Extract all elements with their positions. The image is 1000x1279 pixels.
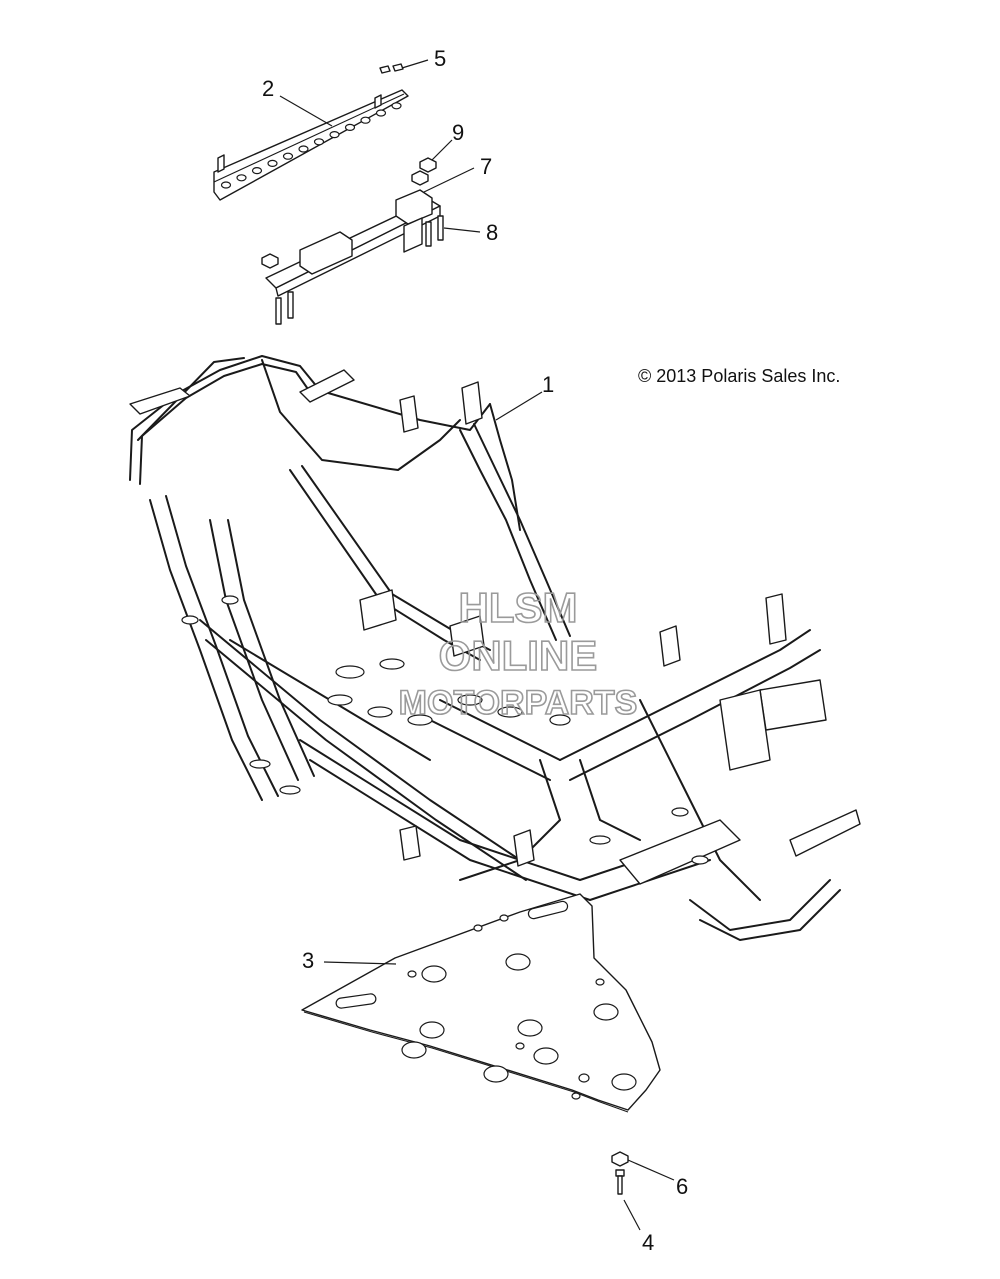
callout-5: 5 [434,46,446,71]
callout-6: 6 [676,1174,688,1199]
frame-hole [367,706,393,718]
frame-hole [671,807,689,817]
rail-hole [344,123,356,132]
callout-2: 2 [262,76,274,101]
skid-plate-hole [515,1042,525,1050]
part-4-bolt[interactable] [615,1169,625,1195]
skid-plate-hole [473,924,483,932]
rail-hole [298,145,309,153]
callout-3: 3 [302,948,314,973]
frame-hole [379,658,405,670]
part-1-main-frame[interactable] [129,355,861,941]
rail-hole [282,152,294,160]
skid-plate-hole [517,1019,543,1037]
skid-plate-hole [571,1092,581,1100]
skid-plate-hole [407,970,417,978]
skid-plate-hole [578,1073,590,1083]
frame-hole [407,714,433,726]
part-9-nuts[interactable] [411,157,437,186]
skid-plate-hole [499,914,509,922]
frame-hole [249,759,271,769]
callout-4: 4 [642,1230,654,1255]
copyright-notice: © 2013 Polaris Sales Inc. [638,366,840,386]
watermark-line-2: ONLINE [439,632,598,679]
frame-hole [589,835,611,845]
part-6-nut[interactable] [611,1151,629,1167]
frame-hole [279,785,301,795]
skid-plate-hole [483,1065,509,1083]
part-8-bolts[interactable] [275,215,444,325]
rail-hole [375,109,387,117]
skid-plate-hole [611,1073,637,1091]
part-3-skid-plate[interactable] [301,893,661,1113]
frame-hole [549,714,571,726]
callout-1: 1 [542,372,554,397]
watermark-line-3: MOTORPARTS [399,684,638,722]
rail-hole [391,102,402,110]
frame-hole [327,694,353,706]
part-7-mount-bracket[interactable] [261,189,441,297]
rail-hole [236,174,247,182]
watermark: HLSM ONLINE MOTORPARTS [398,583,638,723]
callout-9: 9 [452,120,464,145]
skid-plate-hole [421,965,447,983]
callout-7: 7 [480,154,492,179]
rail-hole [360,116,371,124]
callout-8: 8 [486,220,498,245]
rail-hole [251,167,263,175]
skid-plate-hole [505,953,531,971]
frame-hole [457,694,483,706]
rail-hole [313,138,325,146]
skid-plate-hole [595,978,605,986]
skid-plate-hole [593,1003,619,1021]
skid-plate-hole [401,1041,427,1059]
rail-hole [329,131,340,139]
frame-hole [181,615,199,625]
frame-hole [497,706,523,718]
leader-lines [279,59,675,1231]
frame-hole [691,855,709,865]
frame-hole [335,665,365,679]
skid-plate-hole [533,1047,559,1065]
frame-hole [221,595,239,605]
watermark-line-1: HLSM [459,584,578,631]
skid-plate-hole [419,1021,445,1039]
part-2-perforated-rail[interactable] [213,89,409,201]
rail-hole [220,181,232,189]
rail-hole [267,159,278,167]
part-5-screws[interactable] [379,63,404,74]
